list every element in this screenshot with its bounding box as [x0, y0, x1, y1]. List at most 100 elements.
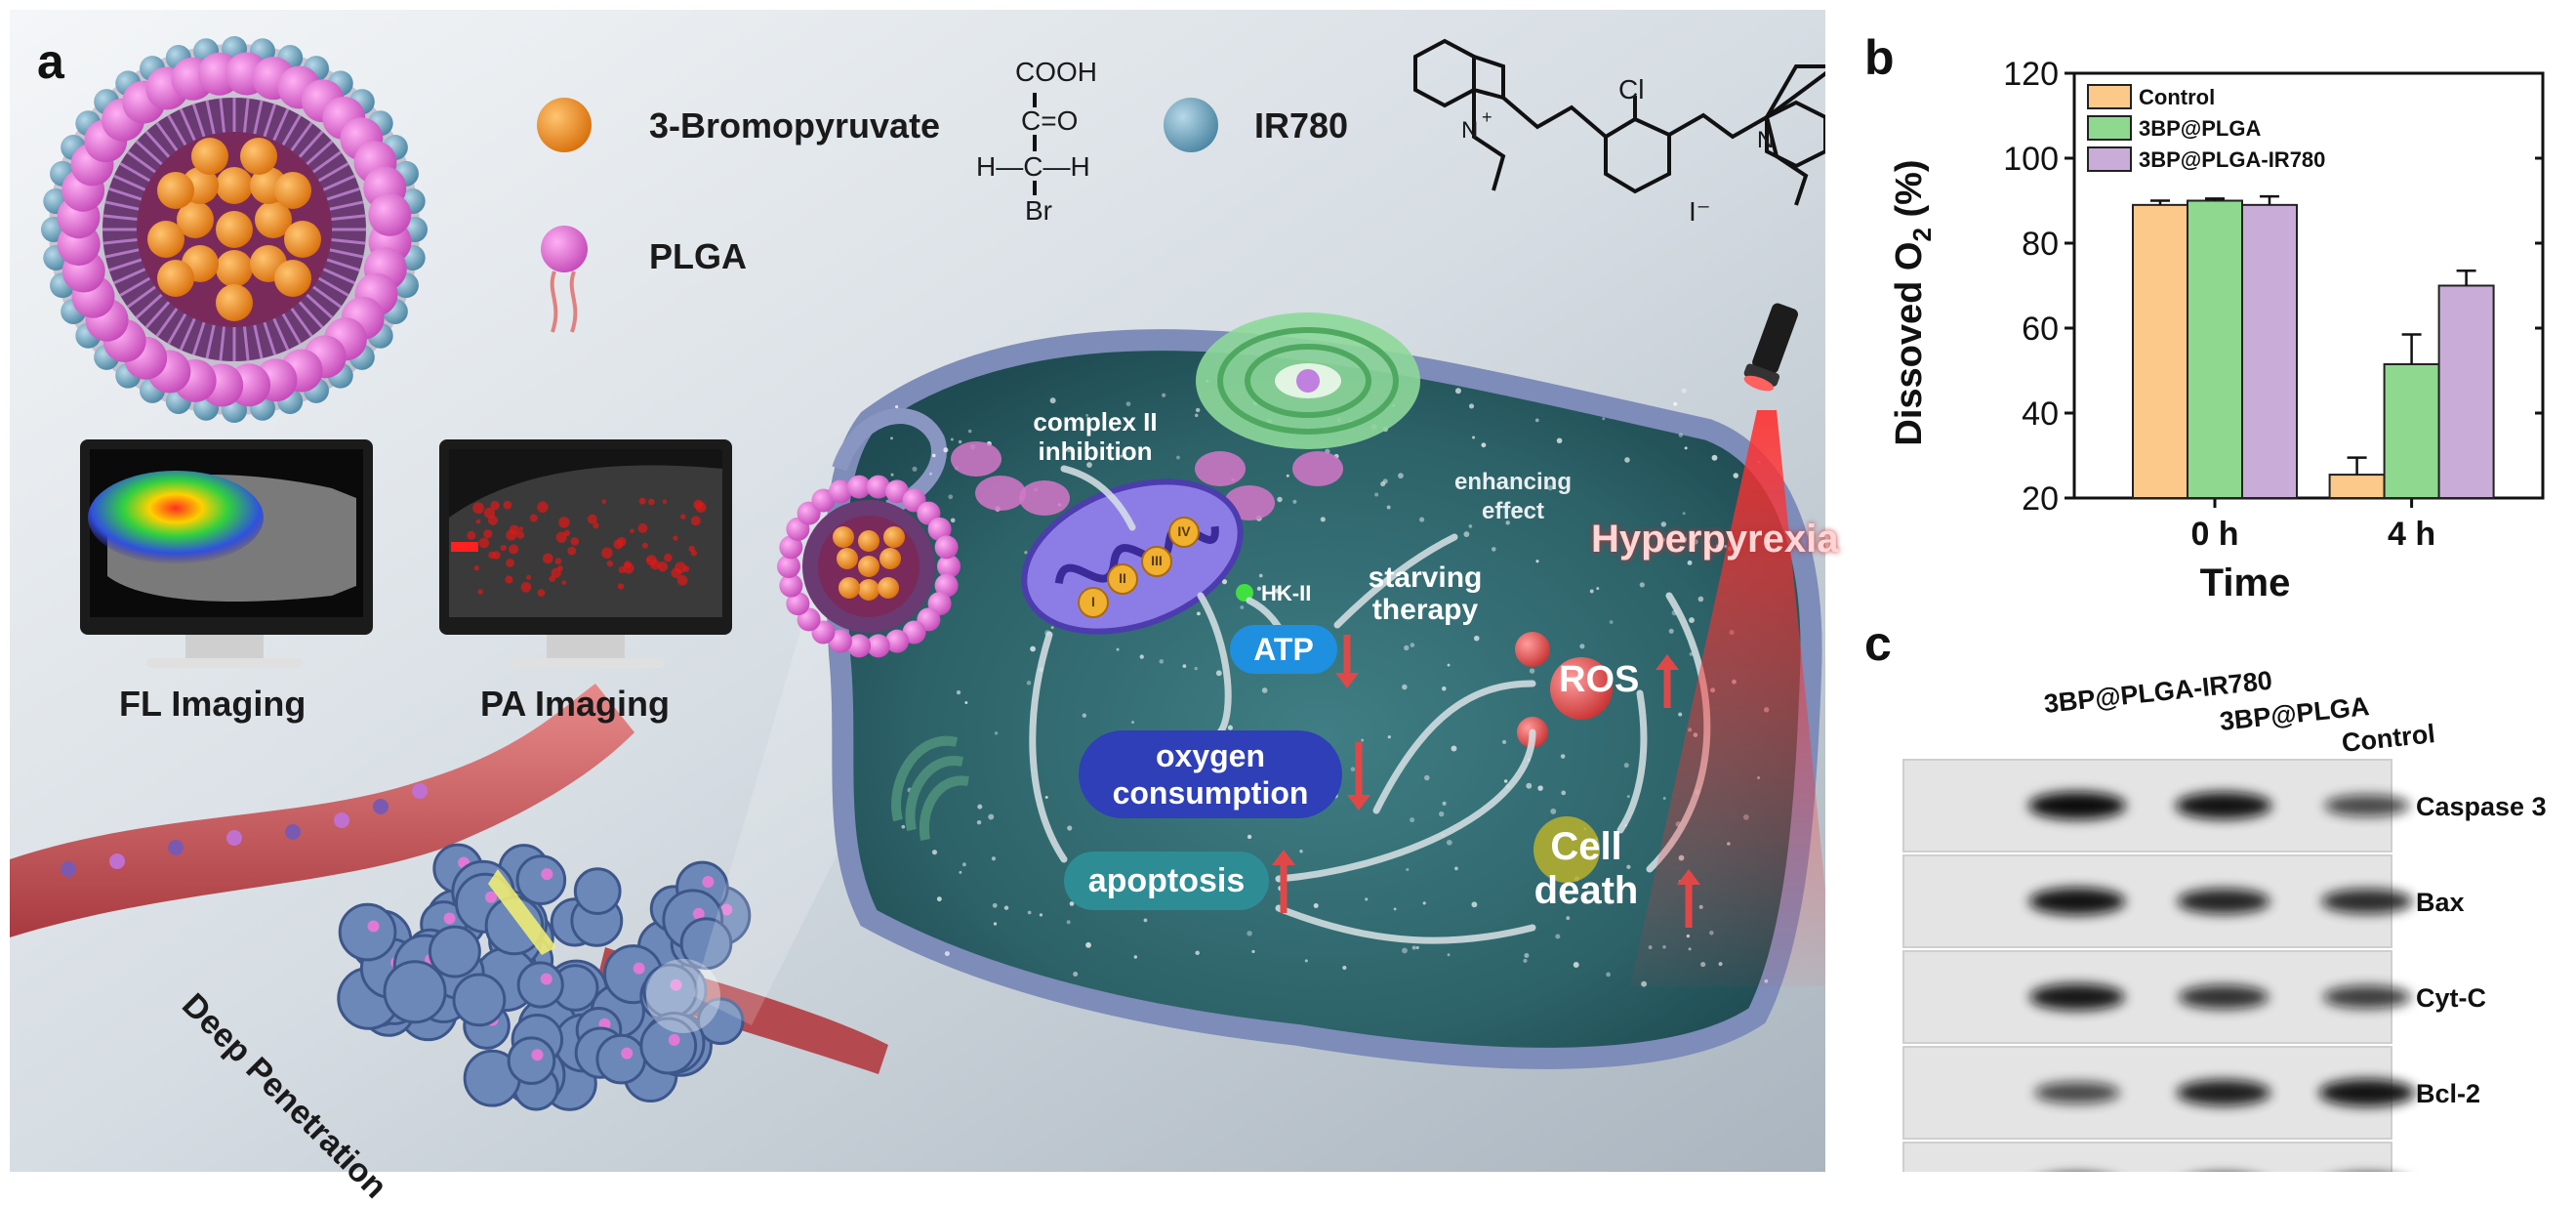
np-lipid-tail	[272, 317, 290, 351]
vessel-particle	[334, 812, 349, 828]
cell-speckle	[1566, 916, 1571, 921]
y-tick-label: 40	[2022, 395, 2059, 433]
bar	[2132, 203, 2188, 499]
np-lipid-tail	[126, 150, 156, 174]
pa-signal-dot	[472, 502, 484, 515]
cell-speckle	[1027, 910, 1032, 915]
blot-strip	[1902, 1046, 2392, 1140]
pa-signal-streak	[451, 542, 478, 552]
cell-speckle	[1623, 763, 1629, 769]
np-lipid-tail	[312, 285, 343, 309]
tumor-cell	[383, 960, 447, 1024]
pa-signal-dot	[505, 575, 513, 584]
cell-speckle	[1406, 867, 1410, 872]
np-lipid-tail	[298, 301, 324, 329]
cell-speckle	[1573, 962, 1579, 968]
atp-label: ATP	[1253, 631, 1314, 667]
np-lipid-tail	[155, 308, 179, 338]
small-np-3bp-sphere	[858, 556, 879, 577]
blot-row-label: Bax	[2416, 888, 2465, 917]
pa-signal-dot	[587, 514, 597, 524]
chart-y-label-unit: (%)	[1889, 159, 1930, 228]
cell-speckle	[950, 518, 956, 523]
bar	[2437, 284, 2495, 499]
cell-speckle	[1687, 560, 1693, 565]
chem-br: Br	[1025, 195, 1052, 226]
cell-speckle	[1304, 959, 1308, 963]
cell-speckle	[976, 819, 982, 825]
fl-imaging-label: FL Imaging	[119, 684, 307, 724]
ir780-structure	[1413, 38, 1825, 206]
cell-speckle	[1039, 913, 1043, 917]
blot-band	[2029, 983, 2125, 1011]
blot-strip	[1902, 759, 2392, 853]
golgi-apparatus	[1196, 312, 1420, 449]
bar	[2241, 203, 2298, 499]
pa-signal-dot	[606, 560, 614, 567]
complex-ii-label-2: inhibition	[1038, 437, 1153, 466]
starving-label-2: therapy	[1371, 594, 1479, 626]
cell-speckle	[1596, 587, 1600, 591]
small-np-plga-sphere	[777, 555, 800, 578]
cell-speckle	[948, 494, 954, 500]
tumor-cell	[507, 1036, 556, 1086]
cell-speckle	[1139, 654, 1144, 659]
legend-bromopyruvate-label: 3-Bromopyruvate	[649, 105, 941, 146]
red-arrow-head	[1272, 850, 1295, 865]
cell-speckle	[1402, 947, 1408, 954]
np-3bp-sphere	[216, 211, 253, 248]
pa-signal-dot	[649, 560, 661, 570]
pa-signal-dot	[570, 537, 580, 546]
pa-signal-dot	[506, 529, 517, 541]
cell-speckle	[1159, 659, 1165, 664]
cell-speckle	[1602, 417, 1606, 421]
cell-speckle	[1481, 442, 1487, 448]
cell-speckle	[1517, 507, 1523, 513]
pa-monitor	[439, 439, 732, 668]
cell-speckle	[1424, 774, 1430, 781]
cell-speckle	[1361, 738, 1365, 742]
np-lipid-tail	[191, 321, 206, 355]
tumor-cell	[573, 867, 622, 915]
enhancing-label-1: enhancing	[1453, 469, 1572, 495]
cell-speckle	[1526, 782, 1533, 789]
legend-label: Control	[2139, 85, 2215, 109]
flow-arrow	[1275, 728, 1536, 883]
cell-speckle	[1662, 797, 1666, 800]
cell-speckle	[1299, 850, 1303, 853]
tumor-cell	[696, 997, 745, 1046]
blot-band	[2177, 889, 2270, 914]
blood-vessel	[10, 684, 634, 937]
cell-speckle	[931, 850, 938, 855]
blot-strip	[1902, 1142, 2392, 1172]
cell-speckle	[1451, 745, 1457, 752]
cell-speckle	[1258, 573, 1263, 578]
mito-complex	[1168, 517, 1200, 548]
cell-speckle	[1085, 413, 1089, 417]
pa-signal-dot	[537, 501, 549, 513]
cell-speckle	[1681, 536, 1688, 543]
cell-speckle	[1678, 712, 1683, 717]
pa-signal-dot	[490, 500, 500, 511]
np-lipid-tail	[135, 140, 163, 166]
cell-speckle	[1125, 401, 1131, 407]
vessel-particle	[373, 799, 388, 814]
small-np-plga-sphere	[847, 634, 872, 658]
chart-x-label: Time	[2200, 561, 2291, 604]
cell-speckle	[1380, 481, 1386, 487]
tumor-cell	[639, 1017, 698, 1075]
bar	[2328, 474, 2386, 500]
cell-speckle	[956, 689, 961, 695]
blot-row-label: Bcl-2	[2416, 1079, 2480, 1108]
pa-signal-dot	[623, 561, 632, 569]
pa-signal-dot	[520, 581, 532, 593]
np-3bp-sphere	[274, 260, 311, 297]
x-tick-label: 4 h	[2388, 516, 2435, 553]
cell-speckle	[1668, 628, 1674, 634]
cell-speckle	[1374, 492, 1379, 497]
flow-arrow	[1333, 533, 1458, 629]
pa-red-signal	[451, 497, 707, 598]
np-lipid-tail	[317, 162, 349, 183]
cell-speckle	[1454, 603, 1458, 607]
